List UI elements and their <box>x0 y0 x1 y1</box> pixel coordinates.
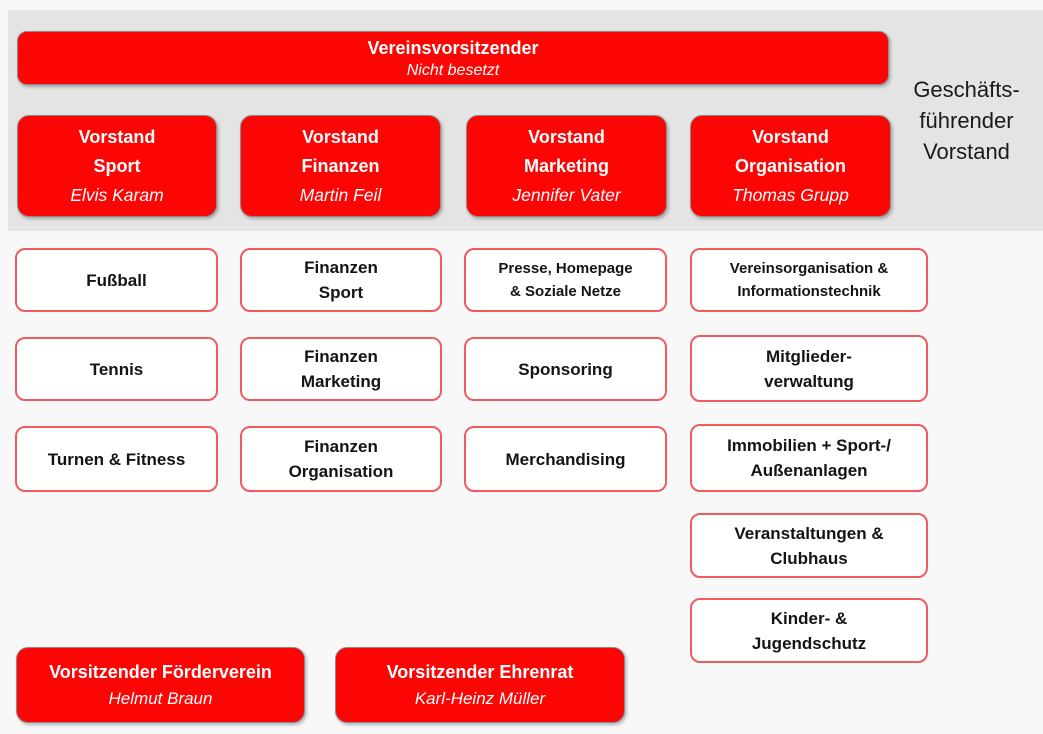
dept-kinder-jugendschutz: Kinder- & Jugendschutz <box>690 598 928 663</box>
chair-title: Vereinsvorsitzender <box>367 37 539 58</box>
foerderverein-title: Vorsitzender Förderverein <box>49 662 272 682</box>
vorstand-marketing-name: Jennifer Vater <box>512 184 621 205</box>
vorsitzender-ehrenrat-box: Vorsitzender Ehrenrat Karl-Heinz Müller <box>335 647 625 723</box>
dept-veranstaltungen-clubhaus: Veranstaltungen & Clubhaus <box>690 513 928 578</box>
vorstand-organisation-role: Vorstand Organisation <box>734 126 846 176</box>
geschaeftsfuehrender-vorstand-label: Geschäfts- führender Vorstand <box>913 77 1020 164</box>
vorstand-marketing-role: Vorstand Marketing <box>523 126 610 176</box>
dept-finanzen-sport: Finanzen Sport <box>240 248 442 312</box>
dept-mitgliederverwaltung: Mitglieder- verwaltung <box>690 335 928 402</box>
vorstand-organisation-box: Vorstand Organisation Thomas Grupp <box>690 115 891 217</box>
dept-finanzen-organisation: Finanzen Organisation <box>240 426 442 492</box>
dept-finanzen-marketing: Finanzen Marketing <box>240 337 442 401</box>
vorstand-marketing-box: Vorstand Marketing Jennifer Vater <box>466 115 667 217</box>
foerderverein-name: Helmut Braun <box>108 689 213 708</box>
dept-immobilien-sportanlagen: Immobilien + Sport-/ Außenanlagen <box>690 424 928 492</box>
dept-turnen-fitness: Turnen & Fitness <box>15 426 218 492</box>
ehrenrat-title: Vorsitzender Ehrenrat <box>386 662 574 682</box>
vorstand-finanzen-role: Vorstand Finanzen <box>301 126 380 176</box>
dept-fussball: Fußball <box>15 248 218 312</box>
vorstand-sport-name: Elvis Karam <box>70 184 164 205</box>
vorstand-sport-box: Vorstand Sport Elvis Karam <box>17 115 217 217</box>
dept-sponsoring: Sponsoring <box>464 337 667 401</box>
vorstand-sport-role: Vorstand Sport <box>78 126 156 176</box>
chair-subtitle: Nicht besetzt <box>406 61 500 79</box>
vorsitzender-foerderverein-box: Vorsitzender Förderverein Helmut Braun <box>16 647 305 723</box>
dept-vereinsorganisation-it: Vereinsorganisation & Informationstechni… <box>690 248 928 312</box>
dept-presse-homepage: Presse, Homepage & Soziale Netze <box>464 248 667 312</box>
vorstand-finanzen-box: Vorstand Finanzen Martin Feil <box>240 115 441 217</box>
dept-tennis: Tennis <box>15 337 218 401</box>
vereinsvorsitzender-box: Vereinsvorsitzender Nicht besetzt <box>17 31 889 85</box>
dept-merchandising: Merchandising <box>464 426 667 492</box>
vorstand-finanzen-name: Martin Feil <box>299 184 382 205</box>
vorstand-organisation-name: Thomas Grupp <box>732 184 849 205</box>
ehrenrat-name: Karl-Heinz Müller <box>414 689 546 708</box>
